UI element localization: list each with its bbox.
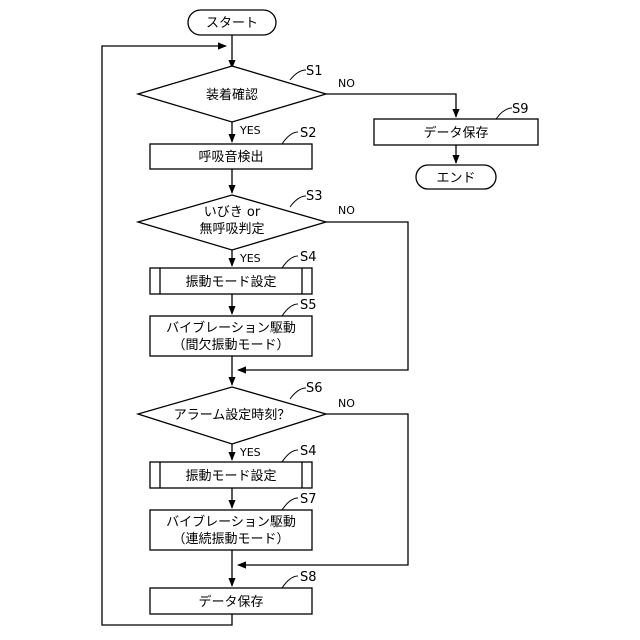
s5-process: バイブレーション駆動 （間欠振動モード） S5 — [150, 298, 317, 356]
s5-label-line1: バイブレーション駆動 — [166, 320, 296, 336]
s9-step: S9 — [512, 102, 529, 117]
s3-decision: いびき or 無呼吸判定 S3 NO YES — [138, 189, 355, 265]
s7-process: バイブレーション駆動 （連続振動モード） S7 — [150, 492, 317, 550]
s9-label: データ保存 — [423, 125, 488, 141]
s5-label-line2: （間欠振動モード） — [172, 337, 289, 353]
s2-process: 呼吸音検出 S2 — [150, 126, 317, 169]
s6-decision: アラーム設定時刻？ S6 NO YES — [138, 381, 355, 459]
s3-no-label: NO — [338, 204, 355, 217]
s4b-label: 振動モード設定 — [185, 468, 276, 484]
s3-yes-label: YES — [239, 252, 261, 265]
s7-label-line2: （連続振動モード） — [172, 532, 289, 547]
s4-predefined-process: 振動モード設定 S4 — [150, 250, 317, 294]
s6-yes-label: YES — [239, 446, 261, 459]
s6-no-label: NO — [338, 397, 355, 410]
s3-label-line2: 無呼吸判定 — [199, 222, 264, 237]
s2-step: S2 — [300, 126, 317, 141]
s1-no-label: NO — [338, 77, 355, 90]
s7-step: S7 — [300, 492, 317, 507]
s7-label-line1: バイブレーション駆動 — [166, 514, 296, 530]
start-label: スタート — [206, 16, 258, 31]
s2-label: 呼吸音検出 — [198, 149, 263, 165]
s1-label: 装着確認 — [206, 87, 258, 103]
s8-step: S8 — [300, 570, 317, 585]
s4-label: 振動モード設定 — [185, 274, 276, 290]
s4b-predefined-process: 振動モード設定 S4 — [150, 444, 317, 488]
s6-label: アラーム設定時刻？ — [174, 407, 291, 423]
end-terminal: エンド — [416, 165, 496, 189]
s1-decision: 装着確認 S1 NO YES — [138, 64, 355, 137]
s6-step: S6 — [306, 381, 323, 396]
s5-step: S5 — [300, 298, 317, 313]
s4b-step: S4 — [300, 444, 317, 459]
s8-label: データ保存 — [198, 594, 263, 610]
s3-label-line1: いびき or — [204, 205, 261, 220]
s1-step: S1 — [306, 64, 323, 79]
s8-process: データ保存 S8 — [150, 570, 317, 614]
s4-step: S4 — [300, 250, 317, 265]
end-label: エンド — [436, 171, 475, 186]
s3-step: S3 — [306, 189, 323, 204]
start-terminal: スタート — [188, 10, 276, 35]
s1-yes-label: YES — [239, 124, 261, 137]
